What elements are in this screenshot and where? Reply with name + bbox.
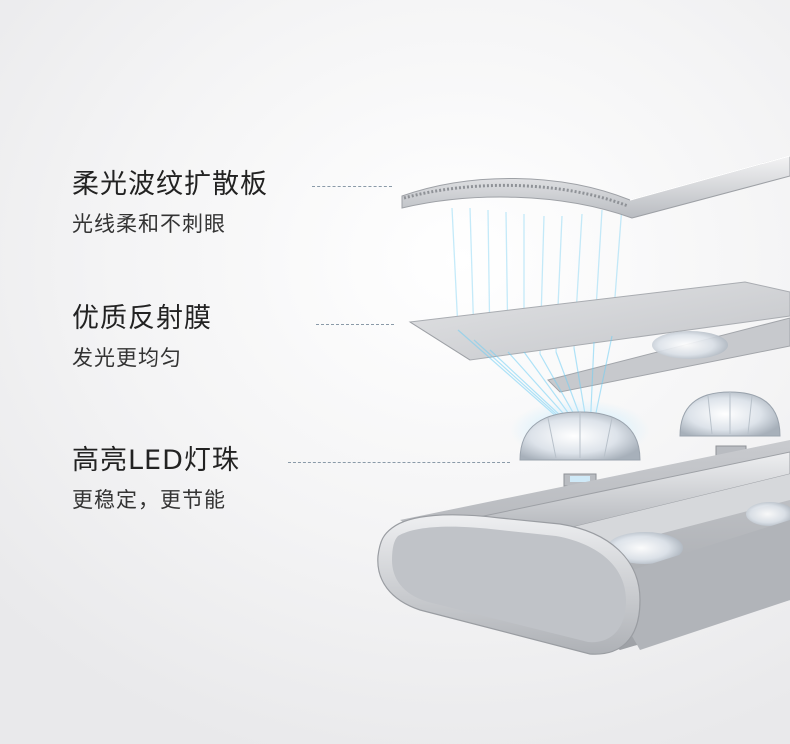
feature-title: 高亮LED灯珠 [72, 445, 240, 476]
feature-title: 柔光波纹扩散板 [72, 169, 268, 200]
feature-diffuser: 柔光波纹扩散板 光线柔和不刺眼 [72, 168, 268, 238]
diffuser-plate [401, 155, 790, 219]
feature-subtitle: 发光更均匀 [72, 346, 182, 370]
light-beams [411, 15, 707, 200]
leader-line-film [316, 324, 394, 325]
reflective-film [408, 281, 790, 361]
leader-line-diffuser [312, 186, 392, 187]
feature-subtitle: 光线柔和不刺眼 [72, 212, 226, 236]
feature-led-bead: 高亮LED灯珠 更稳定，更节能 [72, 444, 240, 514]
led-strip-inner [547, 317, 790, 393]
feature-title: 优质反射膜 [72, 303, 212, 334]
aluminum-housing [377, 440, 790, 655]
leader-line-led [288, 462, 510, 463]
feature-reflective-film: 优质反射膜 发光更均匀 [72, 302, 212, 372]
led-bead-secondary [679, 391, 781, 457]
feature-subtitle: 更稳定，更节能 [72, 488, 226, 512]
